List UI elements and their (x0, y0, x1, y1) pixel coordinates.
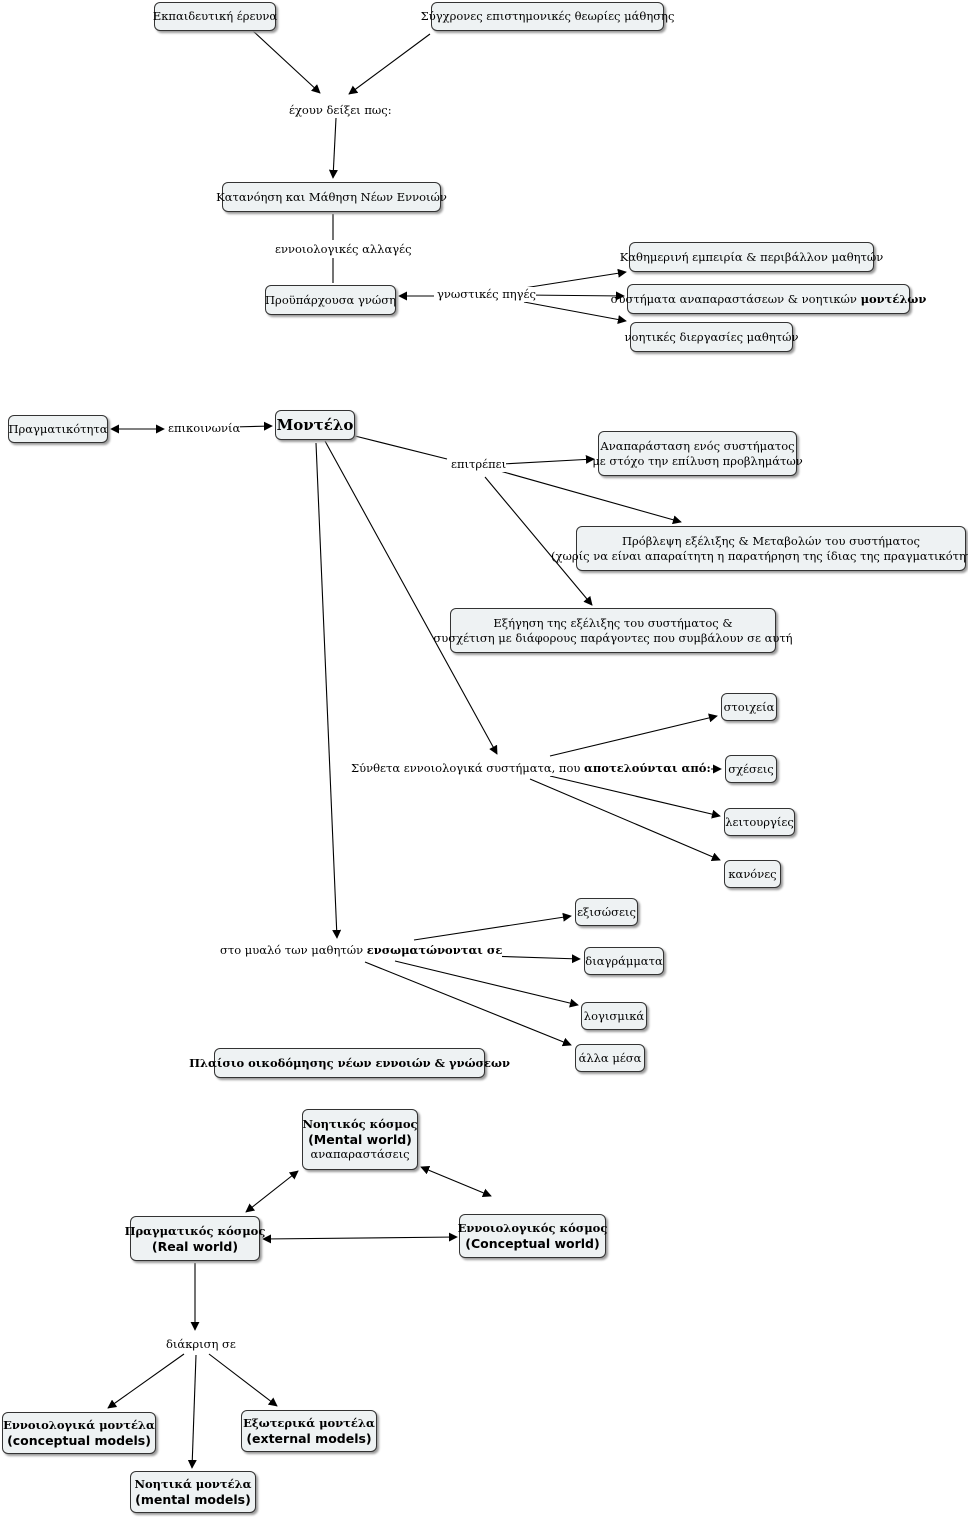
node-label-line2: (mental models) (135, 1492, 251, 1507)
link-have-shown: έχουν δείξει πως: (289, 103, 392, 118)
node-label: Κατανόηση και Μάθηση Νέων Εννοιών (216, 189, 447, 204)
link-mind-embedded: στο μυαλό των μαθητών ενσωματώνονται σε (220, 943, 503, 958)
node-label-line2: (χωρίς να είναι απαραίτητη η παρατήρηση … (551, 548, 968, 563)
node-learning-theories[interactable]: Σύγχρονες επιστημονικές θεωρίες μάθησης (421, 2, 674, 31)
node-explanation[interactable]: Εξήγηση της εξέλιξης του συστήματος & συ… (433, 608, 793, 653)
node-label: συστήματα αναπαραστάσεων & νοητικών μοντ… (610, 291, 927, 306)
node-label-line2: (external models) (246, 1431, 372, 1446)
node-external-models[interactable]: Εξωτερικά μοντέλα (external models) (241, 1410, 377, 1452)
node-mental-models[interactable]: Νοητικά μοντέλα (mental models) (130, 1471, 256, 1513)
node-mental-world[interactable]: Νοητικός κόσμος (Mental world) αναπαραστ… (302, 1109, 418, 1170)
node-model[interactable]: Μοντέλο (275, 410, 355, 440)
node-label-line2: (Conceptual world) (465, 1236, 600, 1251)
node-label: σχέσεις (728, 761, 774, 776)
edge-shown-to-understanding (328, 117, 338, 179)
node-label-line1: Εννοιολογικός κόσμος (457, 1221, 608, 1235)
link-allows: επιτρέπει (451, 457, 507, 472)
node-label-line2: (conceptual models) (7, 1433, 151, 1448)
node-label-line1: Εξήγηση της εξέλιξης του συστήματος & (493, 615, 733, 630)
node-label-line2: (Mental world) (308, 1132, 412, 1147)
node-label: Πραγματικότητα (8, 421, 108, 436)
node-label: Σύγχρονες επιστημονικές θεωρίες μάθησης (420, 9, 675, 23)
edge-distinction-to-mental-models (187, 1354, 197, 1469)
node-conceptual-world[interactable]: Εννοιολογικός κόσμος (Conceptual world) (457, 1214, 608, 1258)
node-understanding-learning[interactable]: Κατανόηση και Μάθηση Νέων Εννοιών (216, 182, 447, 212)
node-prediction[interactable]: Πρόβλεψη εξέλιξης & Μεταβολών του συστήμ… (551, 526, 968, 571)
edge-allows-to-predict (499, 470, 682, 525)
node-label: εξισώσεις (577, 904, 636, 919)
link-communication: επικοινωνία (168, 421, 241, 436)
node-software[interactable]: λογισμικά (581, 1002, 647, 1030)
node-elements[interactable]: στοιχεία (721, 693, 777, 721)
node-label-line2: συσχέτιση με διάφορους παράγοντες που συ… (433, 630, 793, 645)
edge-mind-to-other (364, 961, 572, 1047)
node-reality[interactable]: Πραγματικότητα (8, 415, 108, 443)
node-label: Καθημερινή εμπειρία & περιβάλλον μαθητών (619, 249, 884, 264)
node-label-line1: Αναπαράσταση ενός συστήματος (600, 438, 795, 453)
edge-mental-conceptual (420, 1165, 492, 1198)
edge-model-to-complex (324, 440, 498, 755)
node-label: νοητικές διεργασίες μαθητών (624, 329, 799, 344)
node-label-line1: Νοητικός κόσμος (302, 1117, 418, 1131)
node-prior-knowledge[interactable]: Προϋπάρχουσα γνώση (265, 285, 396, 315)
node-label-line1: Εξωτερικά μοντέλα (243, 1416, 375, 1430)
link-distinction: διάκριση σε (166, 1337, 236, 1352)
edge-model-to-allows (354, 435, 448, 460)
node-label: Προϋπάρχουσα γνώση (265, 292, 396, 307)
edge-complex-to-elements (549, 713, 718, 757)
node-equations[interactable]: εξισώσεις (575, 898, 638, 926)
edge-mind-to-equations (413, 912, 572, 941)
node-functions[interactable]: λειτουργίες (724, 808, 795, 836)
node-label-line3: αναπαραστάσεις (310, 1147, 410, 1161)
link-conceptual-changes: εννοιολογικές αλλαγές (275, 242, 412, 257)
node-label: άλλα μέσα (578, 1050, 642, 1065)
edge-mind-to-software (394, 960, 579, 1008)
node-label: κανόνες (728, 866, 777, 881)
edge-sources-to-processes (523, 301, 627, 324)
edge-distinction-to-external-models (208, 1353, 278, 1407)
node-rules[interactable]: κανόνες (724, 860, 781, 888)
node-label-line1: Πρόβλεψη εξέλιξης & Μεταβολών του συστήμ… (621, 533, 921, 548)
edge-allows-to-explain (484, 476, 593, 606)
node-label-line2: (Real world) (151, 1238, 239, 1254)
edge-distinction-to-conceptual-models (107, 1353, 185, 1409)
edge-mental-real (245, 1170, 299, 1213)
node-frame-title[interactable]: Πλαίσιο οικοδόμησης νέων εννοιών & γνώσε… (189, 1048, 510, 1078)
node-label-line1: Εννοιολογικά μοντέλα (3, 1418, 155, 1432)
node-conceptual-models[interactable]: Εννοιολογικά μοντέλα (conceptual models) (2, 1412, 156, 1454)
node-system-representation[interactable]: Αναπαράσταση ενός συστήματος με στόχο τη… (592, 431, 803, 476)
node-label-line1: Πραγματικός κόσμος (124, 1223, 266, 1238)
edge-complex-to-rules (529, 778, 721, 861)
node-representation-systems[interactable]: συστήματα αναπαραστάσεων & νοητικών μοντ… (611, 284, 926, 314)
node-label: λογισμικά (583, 1008, 645, 1023)
edge-complex-to-functions (549, 775, 721, 819)
edge-sources-to-systems (523, 291, 625, 301)
node-label-line2: με στόχο την επίλυση προβλημάτων (592, 453, 803, 468)
node-label: Εκπαιδευτική έρευνα (152, 9, 278, 23)
node-label: λειτουργίες (725, 814, 794, 829)
node-label: στοιχεία (723, 699, 775, 714)
edge-real-conceptual (262, 1232, 458, 1244)
edge-allows-to-repr (501, 454, 595, 465)
node-label: διαγράμματα (585, 953, 663, 968)
edge-model-to-mind (315, 442, 342, 939)
node-educational-research[interactable]: Εκπαιδευτική έρευνα (152, 2, 278, 31)
node-everyday-experience[interactable]: Καθημερινή εμπειρία & περιβάλλον μαθητών (620, 242, 883, 272)
edge-sources-to-everyday (523, 268, 627, 289)
node-diagrams[interactable]: διαγράμματα (584, 947, 664, 975)
edge-research-to-shown (252, 30, 321, 94)
node-label-line1: Νοητικά μοντέλα (134, 1477, 252, 1491)
node-real-world[interactable]: Πραγματικός κόσμος (Real world) (125, 1216, 265, 1261)
node-label: Πλαίσιο οικοδόμησης νέων εννοιών & γνώσε… (189, 1055, 510, 1070)
edge-theories-to-shown (348, 33, 431, 95)
link-cognitive-sources: γνωστικές πηγές (437, 287, 536, 302)
node-other-media[interactable]: άλλα μέσα (575, 1044, 645, 1072)
node-mental-processes[interactable]: νοητικές διεργασίες μαθητών (625, 322, 798, 352)
node-label: Μοντέλο (276, 415, 354, 434)
node-relations[interactable]: σχέσεις (725, 755, 777, 783)
link-complex-systems: Σύνθετα εννοιολογικά συστήματα, που αποτ… (351, 761, 711, 776)
